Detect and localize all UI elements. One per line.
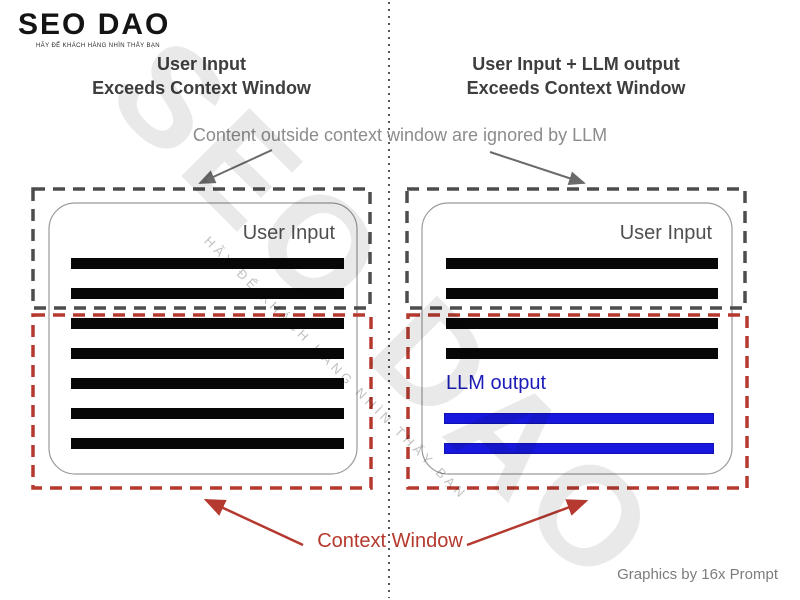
text-line-bar: [71, 348, 344, 359]
context-window-box-right: [406, 313, 749, 490]
text-line-bar: [446, 288, 718, 299]
user-input-label-right: User Input: [619, 222, 712, 244]
user-input-card-left: [48, 202, 358, 475]
outside-context-box-left: [31, 187, 372, 310]
text-line-bar: [71, 378, 344, 389]
context-window-arrow-left-icon: [203, 498, 304, 547]
left-panel-title-line2: Exceeds Context Window: [92, 78, 311, 98]
context-window-arrow-right-icon: [466, 499, 589, 547]
right-panel-title: User Input + LLM output Exceeds Context …: [407, 52, 745, 100]
logo-tagline: HÃY ĐỂ KHÁCH HÀNG NHÌN THẤY BẠN: [35, 43, 161, 49]
text-line-bar: [71, 288, 344, 299]
user-input-label-left: User Input: [242, 222, 335, 244]
text-line-bar: [71, 258, 344, 269]
caption-arrow-left-icon: [198, 149, 273, 184]
logo-title: SEO DAO: [18, 8, 171, 41]
caption-arrow-right-icon: [489, 151, 586, 185]
llm-output-label: LLM output: [446, 372, 547, 394]
user-input-bars-right: [446, 258, 718, 378]
text-line-bar: [444, 443, 714, 454]
text-line-bar: [71, 408, 344, 419]
context-window-label: Context Window: [317, 530, 463, 552]
credit-text: Graphics by 16x Prompt: [617, 566, 778, 583]
user-input-card-right: [421, 202, 733, 475]
left-panel-title: User Input Exceeds Context Window: [33, 52, 370, 100]
text-line-bar: [446, 258, 718, 269]
outside-context-box-right: [405, 187, 747, 310]
logo: SEO DAO HÃY ĐỂ KHÁCH HÀNG NHÌN THẤY BẠN: [18, 8, 184, 49]
text-line-bar: [71, 318, 344, 329]
left-panel-title-line1: User Input: [156, 54, 246, 74]
text-line-bar: [444, 413, 714, 424]
right-panel-title-line1: User Input + LLM output: [472, 54, 680, 74]
right-panel-title-line2: Exceeds Context Window: [466, 78, 686, 98]
text-line-bar: [71, 438, 344, 449]
text-line-bar: [446, 318, 718, 329]
user-input-bars-left: [71, 258, 344, 468]
caption-text: Content outside context window are ignor…: [192, 125, 608, 145]
text-line-bar: [446, 348, 718, 359]
llm-output-bars: [444, 413, 714, 473]
context-window-box-left: [31, 313, 373, 490]
